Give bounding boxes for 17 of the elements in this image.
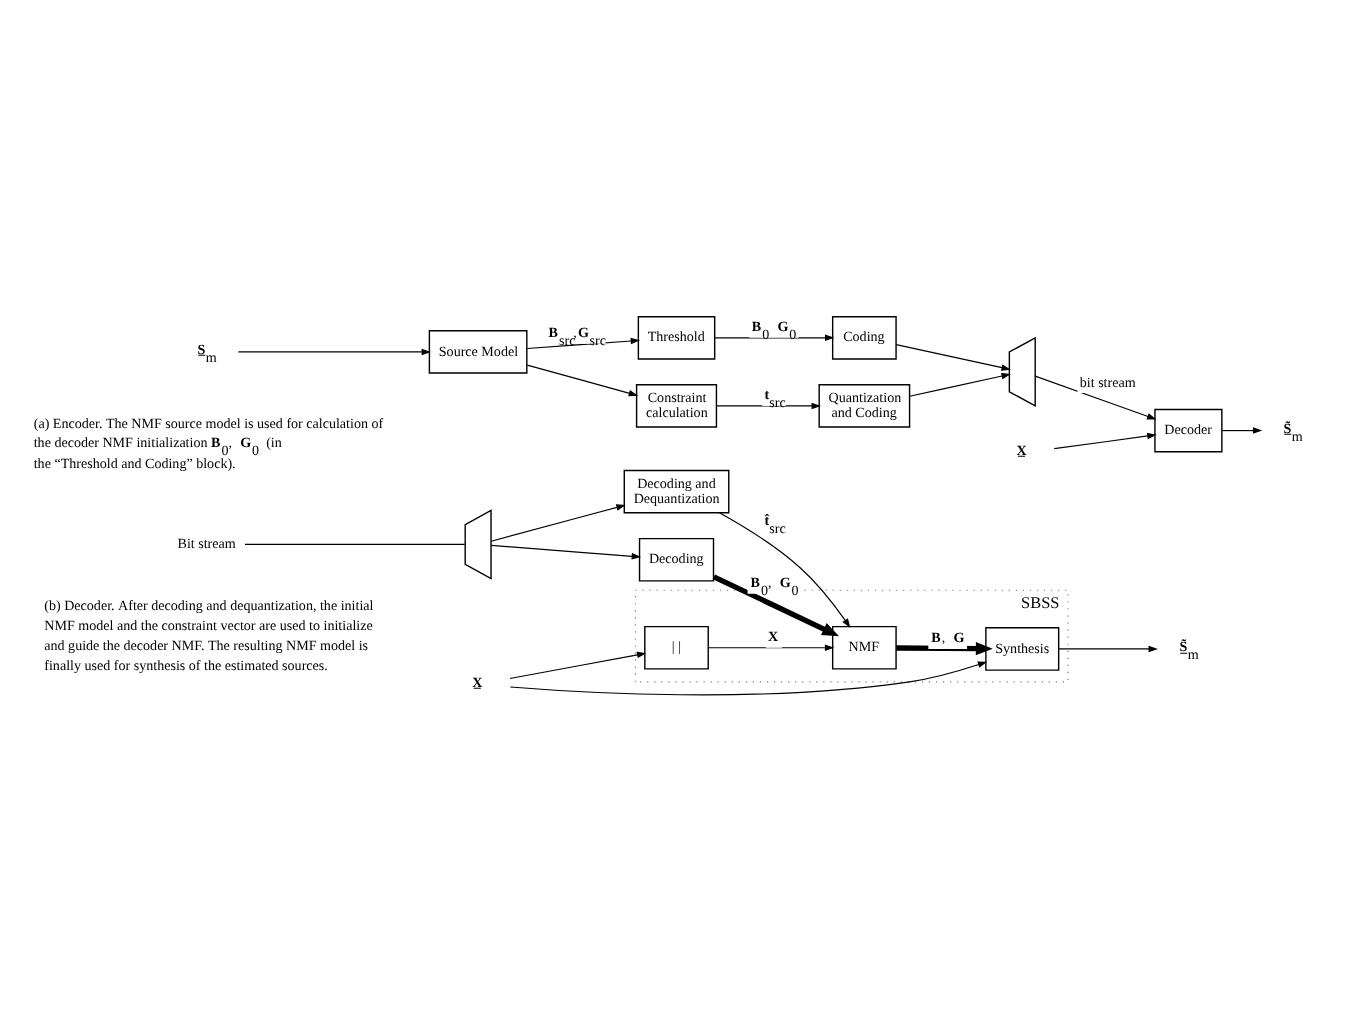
arrow <box>895 342 1011 370</box>
arrow <box>509 660 988 695</box>
arrow <box>490 503 626 541</box>
arrow <box>716 401 821 409</box>
arrow <box>526 363 639 396</box>
node-trapezoid <box>464 508 492 579</box>
node-trapezoid <box>1008 335 1036 407</box>
arrow <box>1221 426 1263 433</box>
arrow <box>509 650 647 679</box>
arrow <box>707 643 835 651</box>
arrow <box>909 371 1011 396</box>
connector <box>244 542 466 545</box>
arrow <box>1058 644 1158 652</box>
arrow <box>237 347 431 355</box>
arrow <box>896 640 993 655</box>
arrow <box>1053 431 1157 449</box>
arrow <box>490 543 642 559</box>
